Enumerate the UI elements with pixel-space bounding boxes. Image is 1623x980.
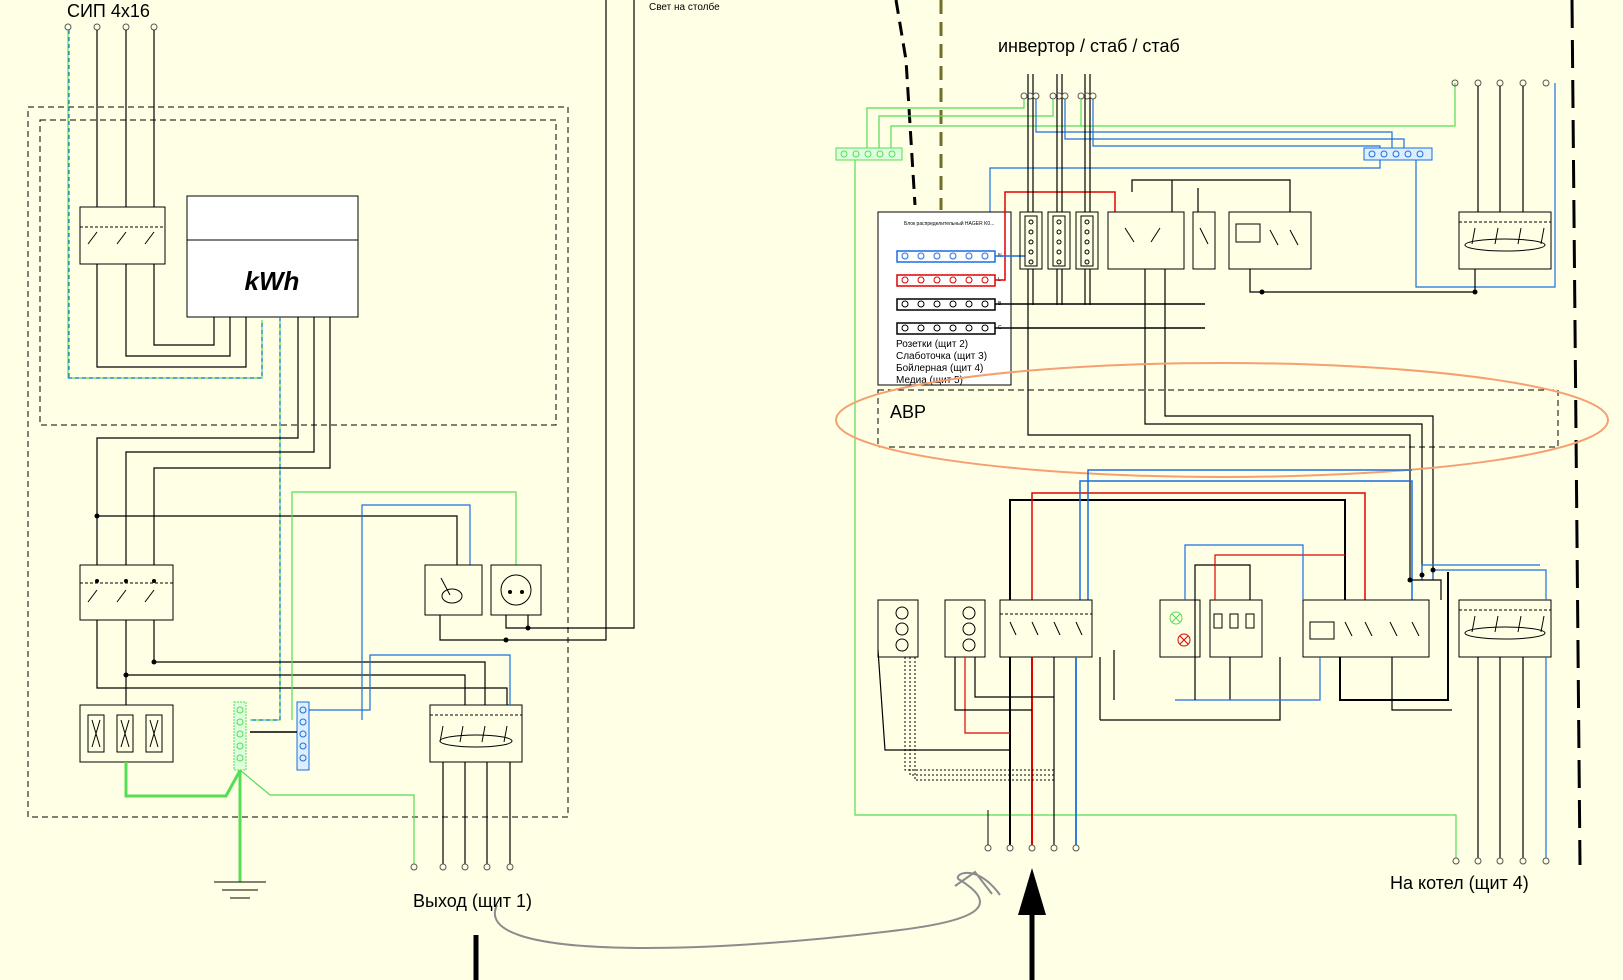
electricity-meter: kWh	[186, 195, 359, 318]
main-breaker	[79, 206, 166, 265]
panel-1-enclosure	[27, 106, 569, 818]
contactor	[1228, 211, 1312, 270]
boiler-rcd	[1458, 211, 1552, 270]
n-terminal-bus-right	[1363, 147, 1433, 161]
bus-l: L	[896, 274, 1001, 287]
output-rcd	[429, 704, 523, 763]
dist-item-boiler: Бойлерная (щит 4)	[896, 363, 983, 374]
avr-label: АВР	[890, 402, 926, 422]
lower-contactor	[1302, 599, 1430, 658]
small-switch	[1192, 211, 1216, 270]
indicator-lamp-module	[1159, 599, 1201, 658]
dist-item-media: Медиа (щит 5)	[896, 375, 963, 386]
meter-unit: kWh	[245, 266, 300, 296]
ground-icon	[214, 770, 266, 899]
sip-terminals	[64, 23, 158, 31]
left-panel: kWh	[27, 0, 635, 899]
bus-b: B	[896, 298, 1002, 311]
stabilizer-breakers	[1019, 211, 1099, 270]
sip-label: СИП 4x16	[67, 1, 150, 21]
annotations	[473, 868, 1046, 980]
avr-highlight	[835, 362, 1609, 478]
right-panel: Блок распределительный HAGER K0... N L B…	[835, 0, 1609, 866]
dist-block-title: Блок распределительный HAGER K0...	[904, 220, 994, 227]
dist-item-sockets: Розетки (щит 2)	[896, 339, 968, 350]
transfer-switch	[1107, 211, 1185, 270]
pe-terminal-bus	[233, 701, 247, 771]
inverter-label: инвертор / стаб / стаб	[998, 36, 1180, 56]
voltmeter-module	[944, 599, 986, 658]
bus-n: N	[896, 250, 1002, 263]
indicator-lamp-icon	[1169, 611, 1191, 647]
fuse-block	[79, 704, 174, 763]
avr-box	[877, 389, 1559, 448]
voltmeter-icon	[962, 606, 976, 652]
load-switch	[79, 564, 174, 621]
boiler-output-label: На котел (щит 4)	[1390, 873, 1529, 893]
socket-breaker	[424, 564, 483, 616]
ammeter-module	[877, 599, 919, 658]
arrow-icon	[1018, 868, 1046, 980]
boiler-rcd-lower	[1458, 599, 1552, 658]
output-label: Выход (щит 1)	[413, 891, 532, 911]
input-breaker	[999, 599, 1093, 658]
fuse-module	[1209, 599, 1263, 658]
dist-item-lowcurrent: Слаботочка (щит 3)	[896, 350, 987, 362]
bus-c: C	[896, 322, 1002, 335]
n-terminal-bus	[296, 701, 310, 771]
ammeter-icon	[895, 606, 909, 652]
pole-light-label: Свет на столбе	[649, 1, 720, 13]
pe-terminal-bus-right	[835, 147, 903, 161]
socket-icon	[490, 564, 542, 616]
distribution-block: Блок распределительный HAGER K0... N L B…	[877, 211, 1012, 386]
